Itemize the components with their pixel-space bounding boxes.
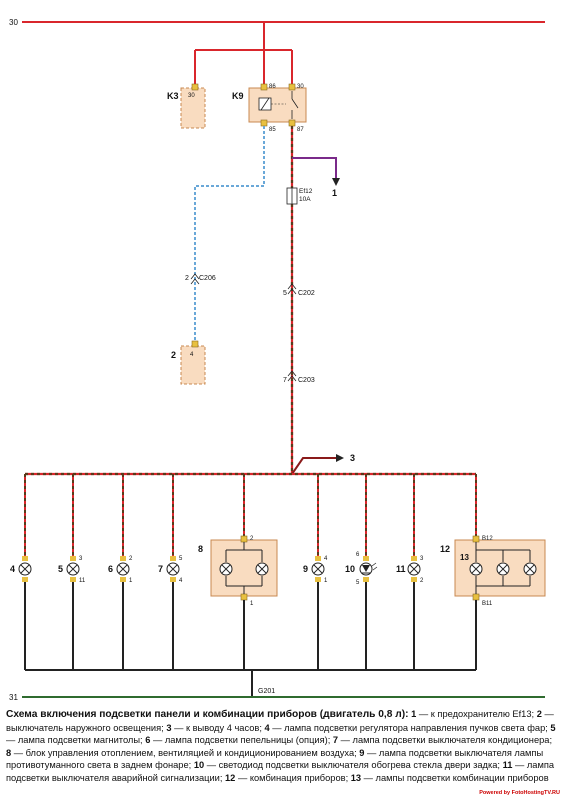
relay-k9-terminal-86 [260,83,268,91]
lamp-9-pin-top: 4 [324,556,328,562]
switch-2-label: 2 [171,350,176,360]
unit-8-pin-bottom: 1 [250,601,254,607]
ground-point-label: G201 [258,688,275,695]
led-10-pin-top: 6 [356,552,360,558]
relay-k9-box [248,87,307,123]
lamp-7-label: 7 [158,564,163,574]
connector-c206-label: C206 [199,275,216,282]
output-3-arrow [336,454,344,462]
caption-item: 9 — лампа подсветки выключателя лампы пр… [6,747,544,771]
unit-12-pin-bottom: B11 [482,601,493,607]
lamp-feeds [24,474,477,558]
connector-c206-symbol [190,273,200,285]
led-10-label: 10 [345,564,355,574]
caption-item: 10 — светодиод подсветки выключателя обо… [193,760,503,771]
ground-rail-label: 31 [9,693,18,702]
relay-k9-terminal-85 [260,119,268,127]
connector-c203-symbol [287,370,297,382]
output-3-wire [291,457,336,475]
relay-k9-pin-85: 85 [269,127,276,133]
caption-item: 4 — лампа подсветки регулятора направлен… [264,722,551,733]
ground-wires [24,582,477,697]
relay-k3-box [180,87,206,129]
led-10: 10 6 5 [345,552,378,586]
lamp-4: 4 [10,556,32,582]
unit-13-label: 13 [460,553,469,562]
caption-title: Схема включения подсветки панели и комби… [6,709,409,720]
output-1-arrow [332,178,340,186]
lamp-6-pin-top: 2 [129,556,133,562]
output-1-wire [292,157,337,180]
footer-credit: Powered by FotoHostingTV.RU [479,790,560,796]
caption-item: 8 — блок управления отоплением, вентиляц… [6,747,360,758]
control-wire [194,126,265,342]
caption-item: 1 — к предохранителю Ef13; [411,709,537,719]
lamp-5-label: 5 [58,564,63,574]
lamp-11-pin-bottom: 2 [420,578,424,584]
lamp-5: 5 3 11 [58,556,86,584]
caption-item: 6 — лампа подсветки пепельницы (опция); [145,735,333,746]
connector-c202-symbol [287,283,297,295]
connector-c206-pin: 2 [185,275,189,282]
lamp-6: 6 2 1 [108,556,133,584]
lamp-9: 9 4 1 [303,556,328,584]
lamp-11: 11 3 2 [396,556,424,584]
relay-contact-arm [291,98,299,109]
lamp-11-label: 11 [396,564,406,574]
fuse-rating: 10A [299,196,311,203]
connector-c202-label: C202 [298,290,315,297]
unit-8: 8 2 1 [198,535,278,607]
lamp-4-label: 4 [10,564,15,574]
relay-k3-label: K3 [167,91,179,101]
output-3-label: 3 [350,453,355,463]
caption-item: 12 — комбинация приборов; [225,772,351,783]
output-1-label: 1 [332,188,337,198]
caption-item: 2 — выключатель наружного освещения; [6,709,554,733]
relay-coil-mark [260,97,270,111]
relay-k9-pin-86: 86 [269,84,276,90]
lamp-11-pin-top: 3 [420,556,424,562]
lamp-9-pin-bottom: 1 [324,578,328,584]
relay-k3-pin: 30 [188,93,195,99]
relay-k9-pin-87: 87 [297,127,304,133]
lamp-7: 7 5 4 [158,556,183,584]
connector-c203-pin: 7 [283,377,287,384]
lamp-6-label: 6 [108,564,113,574]
caption-item: 5 — лампа подсветки магнитолы; [6,722,556,746]
unit-8-label: 8 [198,544,203,554]
caption-item: 7 — лампа подсветки выключателя кондицио… [332,735,553,746]
unit-12-label: 12 [440,544,450,554]
relay-k9-label: K9 [232,91,244,101]
caption-item: 13 — лампы подсветки комбинации приборов [350,772,549,783]
connector-c202-pin: 5 [283,290,287,297]
lamp-7-pin-bottom: 4 [179,578,183,584]
caption-item: 11 — лампа подсветки выключателя аварийн… [6,760,555,783]
fuse-name: Ef12 [299,188,313,195]
relay-k3-terminal [191,83,199,91]
lamp-7-pin-top: 5 [179,556,183,562]
connector-c203-label: C203 [298,377,315,384]
wiring-diagram: 30 K3 30 K9 86 30 85 87 2 C206 2 4 1 Ef1… [9,18,546,702]
relay-k9-terminal-30 [288,83,296,91]
lamp-5-pin-bottom: 11 [79,578,86,584]
relay-k9-pin-30: 30 [297,84,304,90]
lamp-6-pin-bottom: 1 [129,578,133,584]
relay-k9-terminal-87 [288,119,296,127]
unit-12: 12 13 B12 B11 [440,535,546,607]
power-rail-label: 30 [9,18,18,27]
unit-12-pin-top: B12 [482,536,493,542]
lamp-9-label: 9 [303,564,308,574]
switch-2-terminal [191,340,199,348]
unit-8-pin-top: 2 [250,536,254,542]
switch-2-pin: 4 [190,352,194,358]
lamp-5-pin-top: 3 [79,556,83,562]
diagram-caption: Схема включения подсветки панели и комби… [6,708,558,785]
caption-item: 3 — к выводу 4 часов; [166,722,265,733]
led-10-pin-bottom: 5 [356,580,360,586]
switch-2-box [180,345,206,385]
